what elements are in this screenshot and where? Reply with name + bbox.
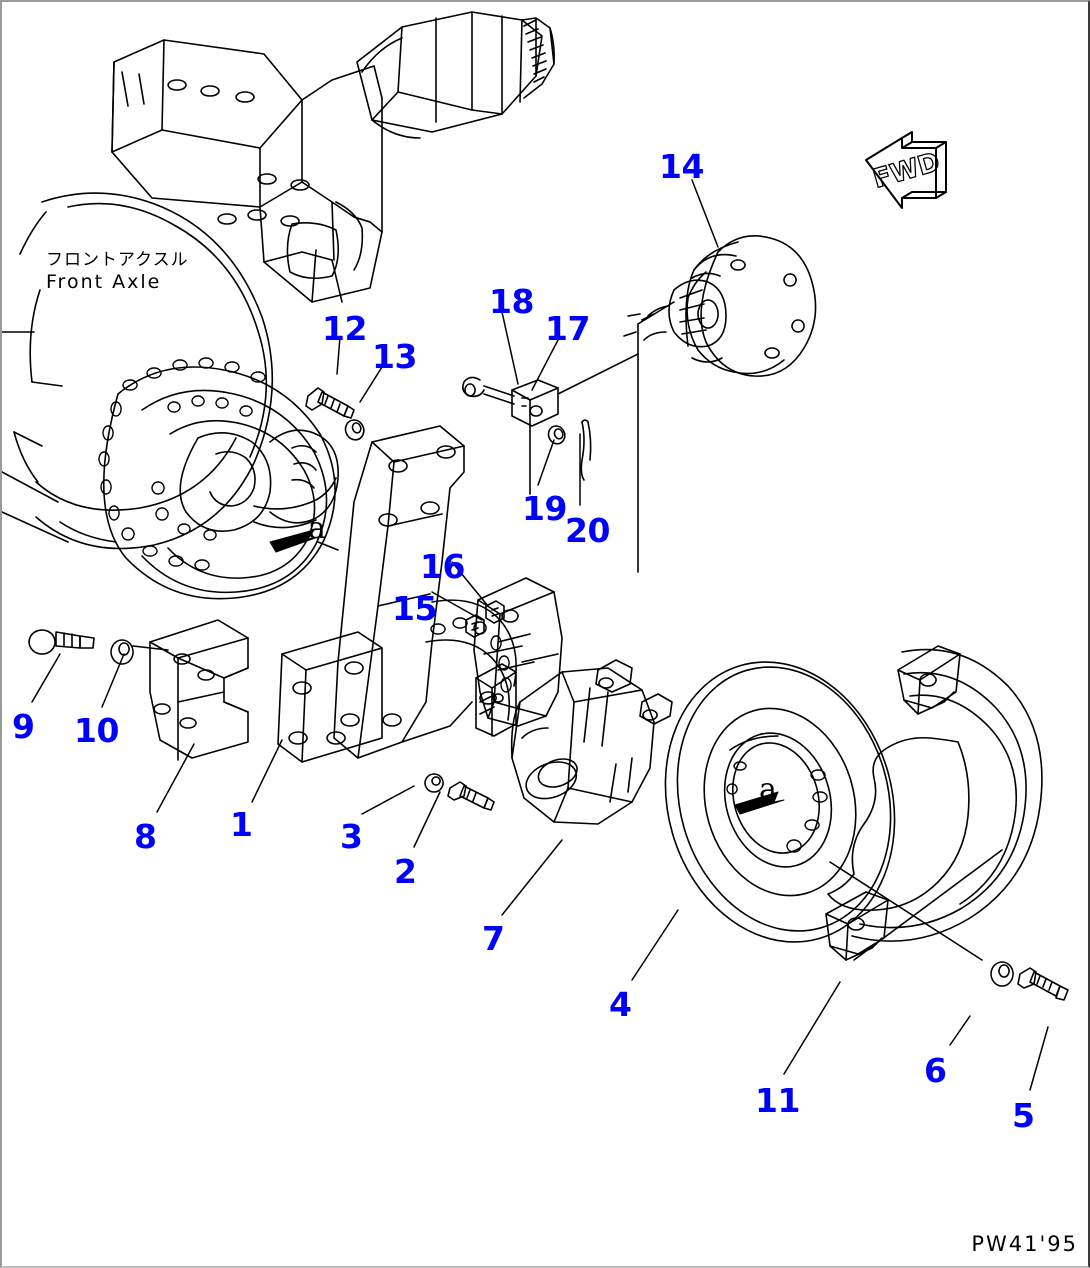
leader-line-19 bbox=[537, 439, 555, 486]
callout-number-8: 8 bbox=[134, 817, 157, 856]
brake-caliper-7 bbox=[510, 659, 673, 825]
callout-number-2: 2 bbox=[394, 852, 417, 891]
leader-line-12 bbox=[336, 336, 341, 375]
leader-line-16 bbox=[451, 561, 489, 607]
callout-number-16: 16 bbox=[420, 547, 465, 586]
section-marker-a-left: a bbox=[308, 511, 326, 546]
leader-line-11 bbox=[783, 981, 841, 1075]
section-marker-a-right: a bbox=[759, 772, 777, 807]
leader-line-5 bbox=[1029, 1026, 1049, 1091]
front-axle-label: フロントアクスル Front Axle bbox=[46, 250, 189, 295]
leader-line-6 bbox=[949, 1015, 971, 1046]
callout-number-15: 15 bbox=[392, 589, 437, 628]
brake-pad-stack bbox=[475, 663, 517, 737]
callout-number-9: 9 bbox=[12, 707, 35, 746]
front-axle-label-english: Front Axle bbox=[46, 271, 162, 294]
leader-line-14 bbox=[691, 179, 719, 248]
callout-number-5: 5 bbox=[1012, 1096, 1035, 1135]
callout-number-1: 1 bbox=[230, 805, 253, 844]
leader-line-2 bbox=[413, 791, 441, 848]
leader-line-13 bbox=[359, 366, 383, 403]
leader-line-3 bbox=[361, 785, 415, 815]
front-axle-housing bbox=[111, 39, 383, 303]
bracket-8 bbox=[149, 619, 249, 761]
hose-clamp-block bbox=[462, 353, 639, 495]
section-arrow-left bbox=[269, 529, 339, 553]
callout-number-19: 19 bbox=[522, 489, 567, 528]
caliper-mount-bracket bbox=[473, 577, 563, 727]
leader-line-17 bbox=[531, 339, 559, 391]
brake-motor-14 bbox=[623, 235, 817, 573]
leader-line-4 bbox=[631, 909, 679, 981]
callout-number-11: 11 bbox=[755, 1081, 800, 1120]
callout-number-20: 20 bbox=[565, 511, 610, 550]
brake-disc-4 bbox=[664, 661, 896, 943]
front-axle-label-japanese: フロントアクスル bbox=[46, 250, 189, 270]
callout-number-10: 10 bbox=[74, 711, 119, 750]
callout-number-6: 6 bbox=[924, 1051, 947, 1090]
mounting-plate-1 bbox=[277, 631, 383, 763]
planetary-hub-assembly bbox=[98, 357, 339, 600]
leader-line-7 bbox=[501, 839, 563, 916]
leader-line-18 bbox=[501, 311, 519, 385]
callout-number-7: 7 bbox=[482, 919, 505, 958]
leader-line-8 bbox=[156, 743, 195, 813]
axle-backing-plate bbox=[2, 192, 274, 550]
axle-shaft-tube bbox=[356, 11, 555, 139]
leader-line-9 bbox=[31, 653, 61, 703]
callout-number-17: 17 bbox=[545, 309, 590, 348]
forward-direction-arrow-icon bbox=[865, 131, 947, 209]
callout-number-18: 18 bbox=[489, 282, 534, 321]
leader-line-10 bbox=[101, 653, 125, 708]
brake-dust-cover-11 bbox=[825, 645, 1043, 961]
callout-number-3: 3 bbox=[340, 817, 363, 856]
callout-number-4: 4 bbox=[609, 985, 632, 1024]
leader-line-15 bbox=[431, 591, 483, 621]
leader-line-1 bbox=[251, 739, 283, 803]
callout-number-14: 14 bbox=[659, 147, 704, 186]
sheet-code: PW41'95 bbox=[971, 1232, 1078, 1256]
callout-number-13: 13 bbox=[372, 337, 417, 376]
callout-number-12: 12 bbox=[322, 309, 367, 348]
